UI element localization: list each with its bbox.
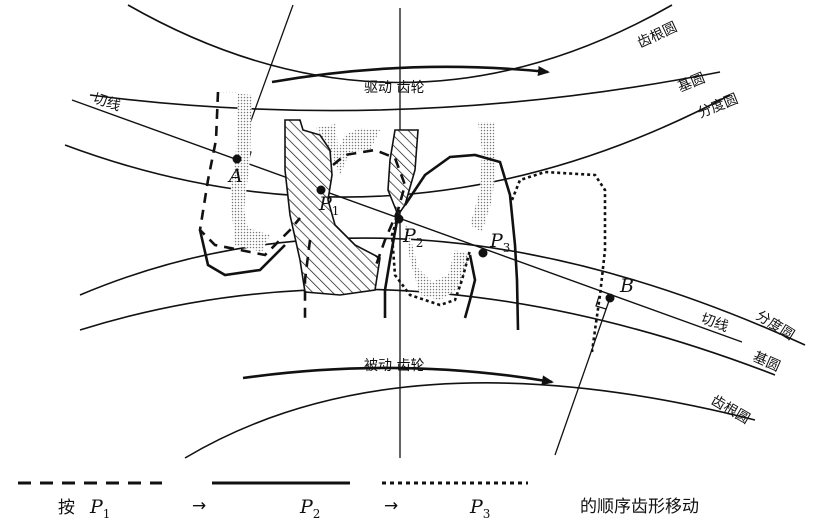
upper-pitch-circle-label: 分度圆 <box>696 91 741 122</box>
point-a <box>232 154 242 164</box>
tooth-profile-p3-right <box>510 170 607 353</box>
tooth-profile-p2-lower-right <box>463 254 477 319</box>
tooth-profile-p1-lower <box>303 239 312 322</box>
upper-tooth-right-shade <box>470 122 496 232</box>
tooth-profile-p3-center <box>390 209 472 307</box>
driving-gear-arrow <box>271 65 550 84</box>
tooth-profile-p1-left <box>198 91 301 257</box>
point-p1 <box>316 185 326 195</box>
tooth-profile-p1-center <box>332 148 407 269</box>
upper-base-circle <box>89 71 721 112</box>
legend-prefix: 按 <box>58 498 75 518</box>
legend-suffix: 的顺序齿形移动 <box>580 497 699 517</box>
legend-arrow-2: → <box>384 496 398 516</box>
point-p1-label: P1 <box>318 193 339 218</box>
driving-tooth-hatched-right <box>387 129 419 217</box>
tangent-line <box>71 99 743 343</box>
driven-gear-label: 被动 齿轮 <box>364 358 424 374</box>
tooth-profile-p2-lower-left <box>383 214 400 318</box>
tangent-upper-label: 切线 <box>91 91 123 115</box>
tooth-profile-p2-upper-right <box>403 153 520 331</box>
upper-root-circle-label: 齿根圆 <box>635 19 680 51</box>
driving-gear-label: 驱动 齿轮 <box>364 80 424 96</box>
legend-arrow-1: → <box>192 496 206 516</box>
tooth-profile-p2-left <box>198 229 286 277</box>
legend-p1: P1 <box>89 496 110 521</box>
upper-tooth-left-shade <box>218 92 270 252</box>
radius-line-b <box>554 297 611 456</box>
lower-base-circle <box>79 288 776 376</box>
legend-p2: P2 <box>299 496 320 521</box>
legend-p3: P3 <box>469 496 490 521</box>
point-p2 <box>394 214 404 224</box>
driven-gear-arrow <box>242 366 554 386</box>
lower-tooth-center-shade <box>404 220 470 300</box>
point-p3-label: P3 <box>489 230 510 255</box>
upper-tooth-center-shade <box>316 124 380 175</box>
point-b <box>605 293 615 303</box>
lower-root-circle <box>184 382 756 459</box>
point-b-label: B <box>619 275 634 297</box>
upper-base-circle-label: 基圆 <box>675 69 707 95</box>
driving-tooth-hatched <box>284 119 381 296</box>
lower-root-circle-label: 齿根圆 <box>708 393 752 428</box>
point-a-label: A <box>227 165 243 187</box>
point-p2-label: P2 <box>402 225 423 250</box>
point-p3 <box>478 248 488 258</box>
right-angle-b <box>595 295 607 310</box>
lower-pitch-circle <box>79 237 806 346</box>
